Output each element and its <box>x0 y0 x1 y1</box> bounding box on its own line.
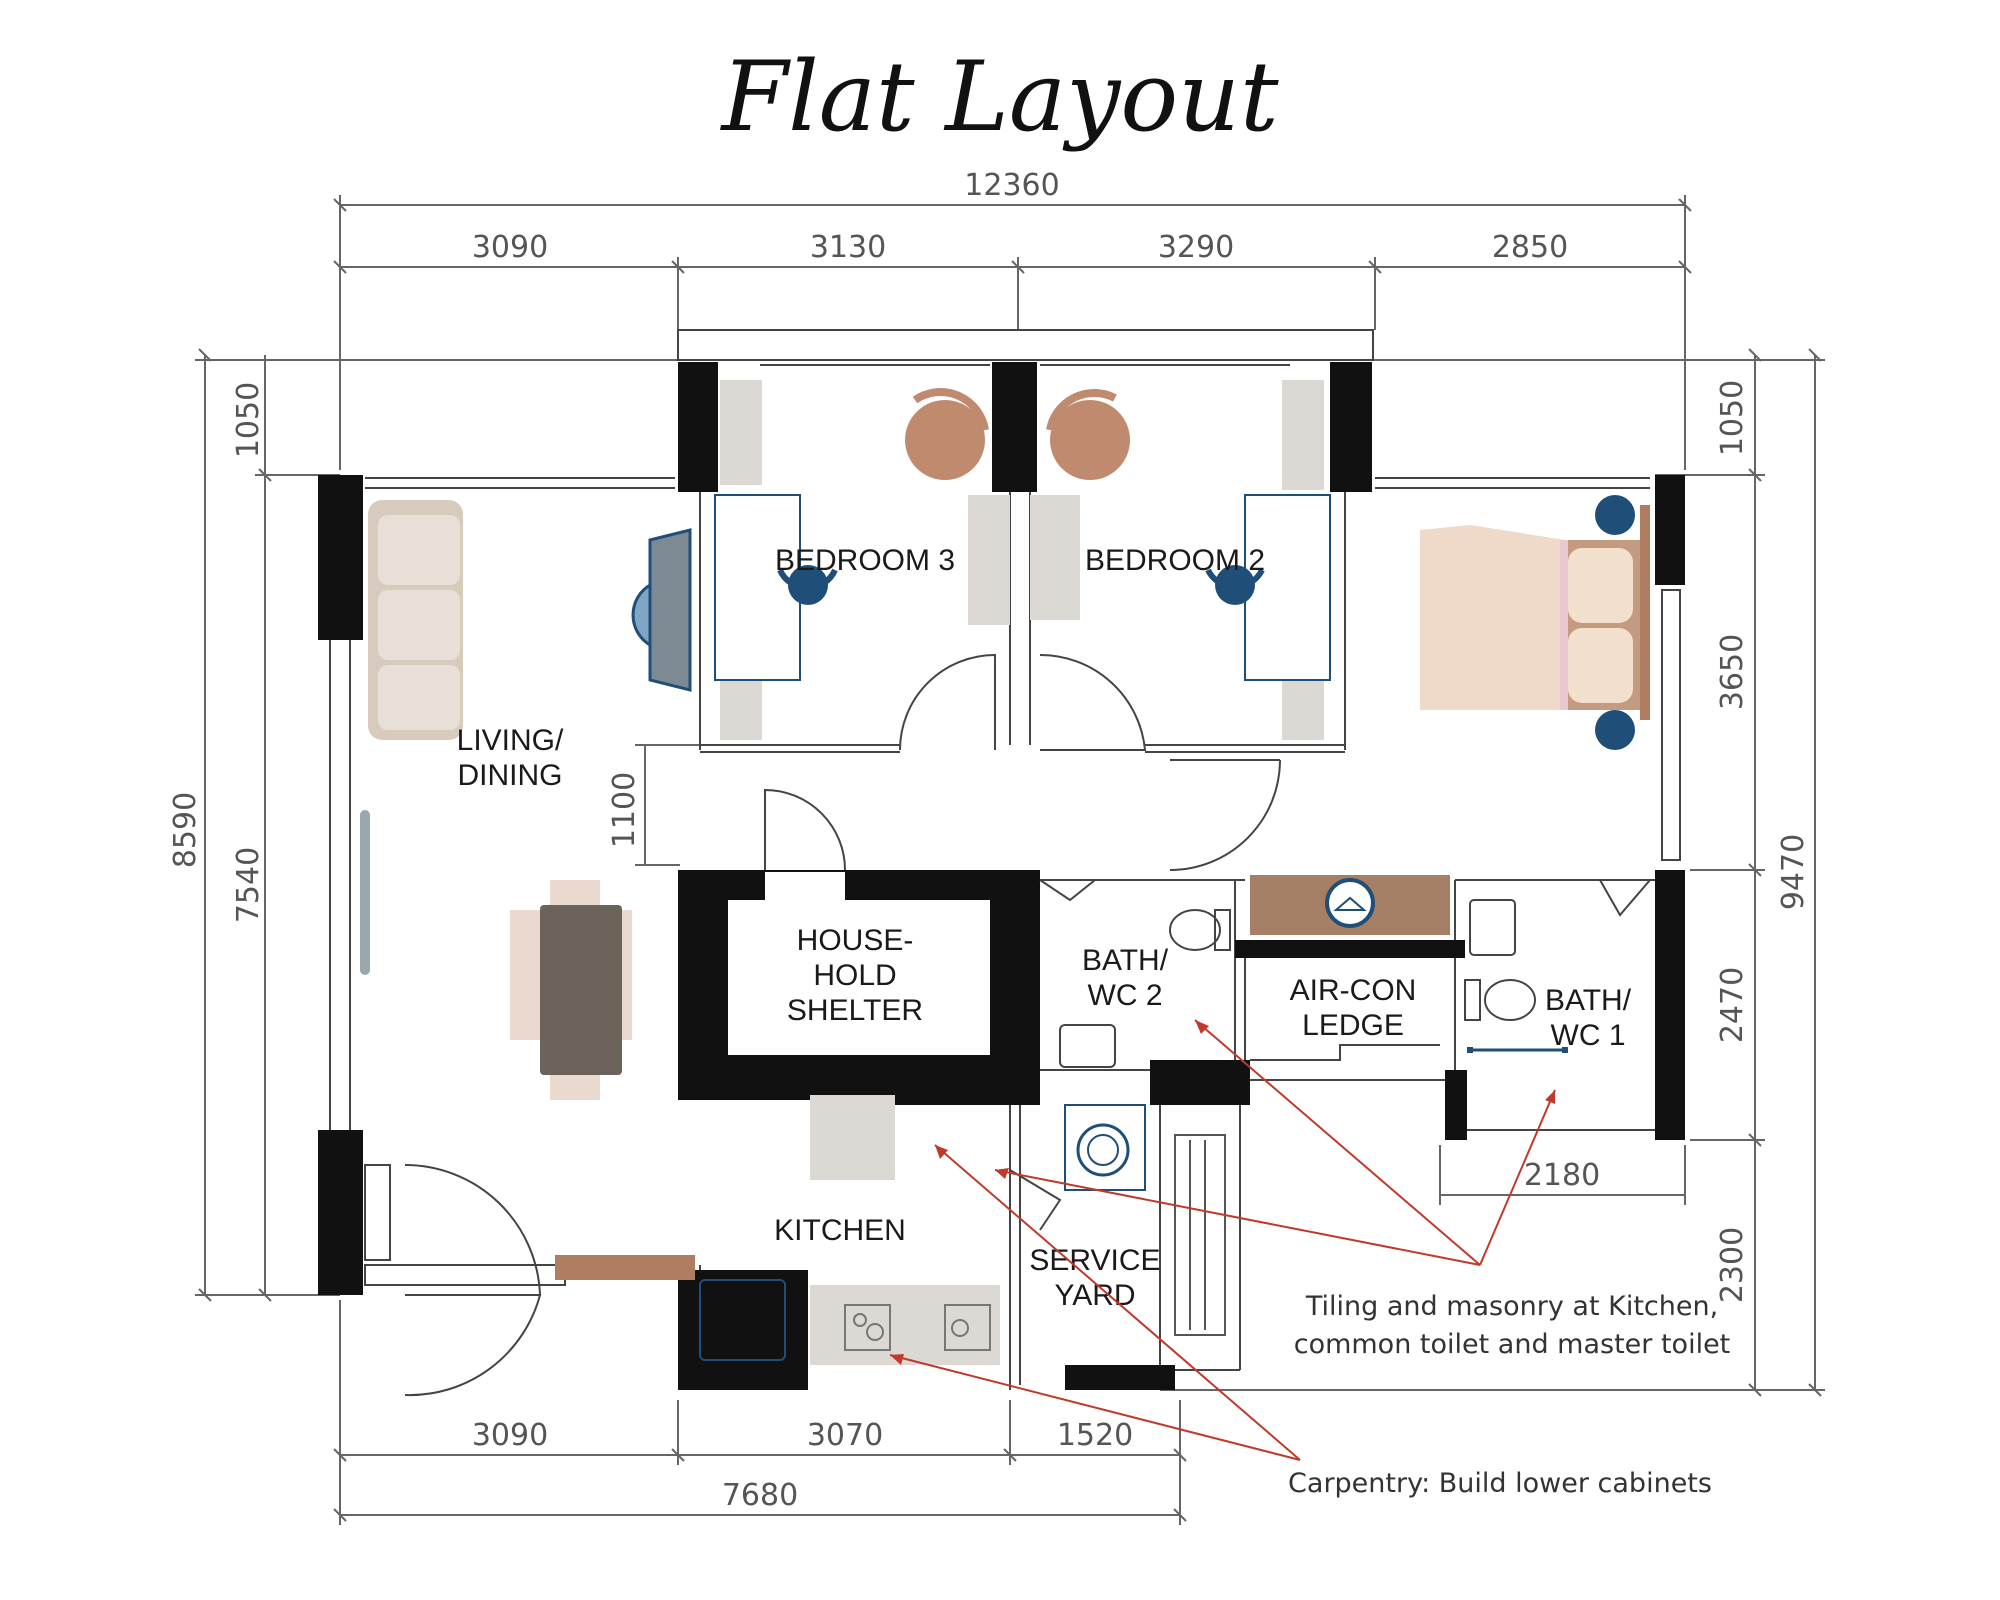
bedroom2-furniture <box>1030 380 1331 740</box>
desk-chair <box>788 565 828 605</box>
dim-top-1: 3090 <box>472 230 548 265</box>
wall-column <box>1150 1060 1250 1105</box>
dim-right-3650: 3650 <box>1715 634 1750 710</box>
dim-wc1-2180: 2180 <box>1524 1158 1600 1193</box>
top-dimensions: 12360 3090 3130 3290 2850 <box>333 168 1692 470</box>
wall-column <box>1330 362 1372 492</box>
kitchen-cabinet <box>810 1095 895 1180</box>
annotation-arrows <box>889 1019 1556 1461</box>
lounge-chair <box>1050 400 1130 480</box>
room-labels: BEDROOM 3 BEDROOM 2 LIVING/ DINING HOUSE… <box>457 544 1632 1312</box>
note-tiling-2: common toilet and master toilet <box>1294 1329 1731 1360</box>
label-bath1-2: WC 1 <box>1551 1019 1626 1052</box>
aircon-step <box>1250 1044 1440 1061</box>
nightstand <box>1595 495 1635 535</box>
service-yard-fixtures <box>1064 1104 1226 1336</box>
curtain-rod <box>360 810 370 975</box>
hanger-icon <box>1325 878 1375 928</box>
label-bath1-1: BATH/ <box>1545 984 1632 1017</box>
master-bed <box>1420 495 1650 750</box>
dining-table <box>510 880 632 1100</box>
hanger-icon <box>1333 896 1367 911</box>
left-dimensions: 1050 8590 7540 1100 <box>168 348 700 1302</box>
notes: Tiling and masonry at Kitchen, common to… <box>1288 1291 1730 1499</box>
lounge-chair <box>905 400 985 480</box>
label-bedroom3: BEDROOM 3 <box>775 544 955 577</box>
wall-column <box>1445 1070 1467 1140</box>
label-shelter-1: HOUSE- <box>797 924 914 957</box>
nightstand <box>1595 710 1635 750</box>
dim-left-1050: 1050 <box>231 382 266 458</box>
dim-right-2470: 2470 <box>1715 967 1750 1043</box>
dim-bottom-2: 3070 <box>807 1418 883 1453</box>
bath1-fixtures <box>1464 899 1568 1053</box>
wall-column <box>992 362 1037 492</box>
label-bedroom2: BEDROOM 2 <box>1085 544 1265 577</box>
fridge <box>699 1279 786 1361</box>
wall-column <box>318 1130 363 1295</box>
right-dimensions: 1050 3650 9470 2470 2300 2180 <box>1160 348 1825 1397</box>
label-living-1: LIVING/ <box>457 724 564 757</box>
dim-top-4: 2850 <box>1492 230 1568 265</box>
note-carpentry: Carpentry: Build lower cabinets <box>1288 1468 1712 1499</box>
dim-bottom-3: 1520 <box>1057 1418 1133 1453</box>
dim-right-9470: 9470 <box>1776 834 1811 910</box>
label-bath2-1: BATH/ <box>1082 944 1169 977</box>
shelter-door-gap <box>765 872 845 900</box>
wall-column <box>1655 870 1685 1140</box>
dim-bottom-total: 7680 <box>722 1478 798 1513</box>
label-service-1: SERVICE <box>1029 1244 1160 1277</box>
dim-top-2: 3130 <box>810 230 886 265</box>
label-kitchen: KITCHEN <box>774 1214 906 1247</box>
dim-left-1100: 1100 <box>607 772 642 848</box>
shelter-walls <box>678 870 1040 1105</box>
label-aircon-1: AIR-CON <box>1290 974 1417 1007</box>
plan-title: Flat Layout <box>719 41 1278 153</box>
wall-column <box>1065 1365 1175 1390</box>
sofa <box>368 500 463 740</box>
laundry-rack <box>1174 1134 1226 1336</box>
label-shelter-3: SHELTER <box>787 994 923 1027</box>
label-aircon-2: LEDGE <box>1302 1009 1404 1042</box>
dim-top-total: 12360 <box>964 168 1059 203</box>
washing-machine <box>1064 1104 1146 1191</box>
wall-column <box>678 362 718 492</box>
wall-column <box>318 475 363 640</box>
wall-column <box>1235 940 1465 958</box>
bedroom3-furniture <box>714 380 1010 740</box>
kitchen-counter <box>810 1285 1000 1365</box>
kitchen-fixtures <box>555 1095 1000 1365</box>
dim-left-7540: 7540 <box>231 847 266 923</box>
dim-bottom-1: 3090 <box>472 1418 548 1453</box>
sink <box>944 1304 991 1351</box>
dim-right-2300: 2300 <box>1715 1227 1750 1303</box>
note-tiling-1: Tiling and masonry at Kitchen, <box>1305 1291 1718 1322</box>
shoe-cabinet <box>555 1255 695 1280</box>
wall-column <box>1655 475 1685 585</box>
wall-column <box>678 1270 808 1390</box>
solid-walls <box>318 362 1685 1390</box>
bottom-dimensions: 3090 3070 1520 7680 <box>333 1300 1187 1525</box>
tv-console <box>631 528 692 692</box>
label-bath2-2: WC 2 <box>1088 979 1163 1012</box>
dim-top-3: 3290 <box>1158 230 1234 265</box>
label-living-2: DINING <box>458 759 563 792</box>
dim-right-1050: 1050 <box>1715 380 1750 456</box>
bath2-fixtures <box>1059 909 1231 1068</box>
label-shelter-2: HOLD <box>813 959 896 992</box>
hob <box>844 1304 891 1351</box>
dim-left-8590: 8590 <box>168 792 203 868</box>
